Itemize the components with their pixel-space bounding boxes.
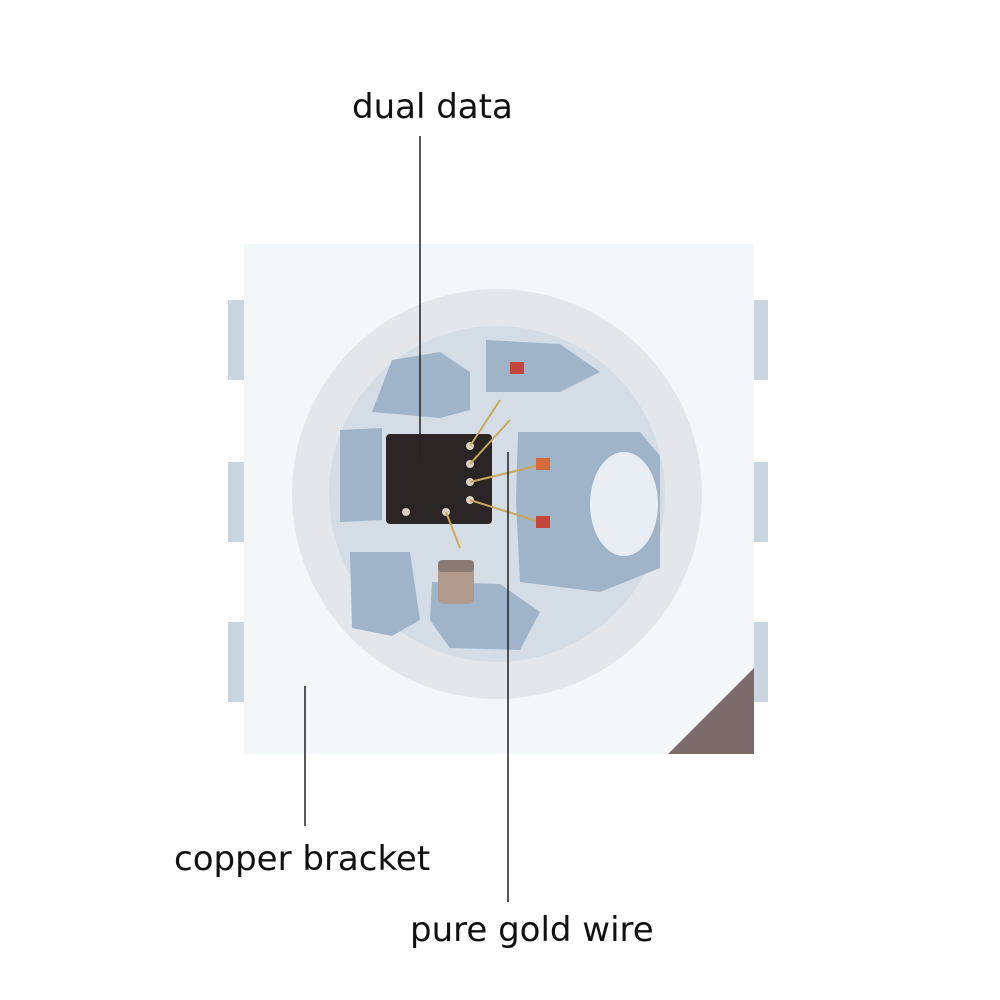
label-copper-bracket: copper bracket (174, 839, 431, 879)
reflector-cutout (590, 452, 658, 556)
pin-right-bottom (752, 622, 768, 702)
pin-left-middle (228, 462, 244, 542)
led-die-middle (536, 458, 550, 470)
gold-bond-wires (445, 399, 541, 549)
pin-right-middle (752, 462, 768, 542)
pad-top (486, 340, 600, 392)
leader-lines (304, 136, 509, 902)
side-pins (228, 300, 768, 702)
pad-bottom-left (350, 552, 420, 636)
pad-left (340, 428, 382, 522)
label-pure-gold-wire: pure gold wire (410, 910, 654, 950)
pad-top-left (372, 352, 470, 418)
led-die-top (510, 362, 524, 374)
package-corner-mark (668, 668, 754, 754)
label-dual-data: dual data (352, 87, 513, 127)
led-die-bottom (536, 516, 550, 528)
pin-left-top (228, 300, 244, 380)
ic-chip (386, 434, 492, 524)
pin-left-bottom (228, 622, 244, 702)
capacitor-cap (438, 560, 474, 572)
pin-right-top (752, 300, 768, 380)
